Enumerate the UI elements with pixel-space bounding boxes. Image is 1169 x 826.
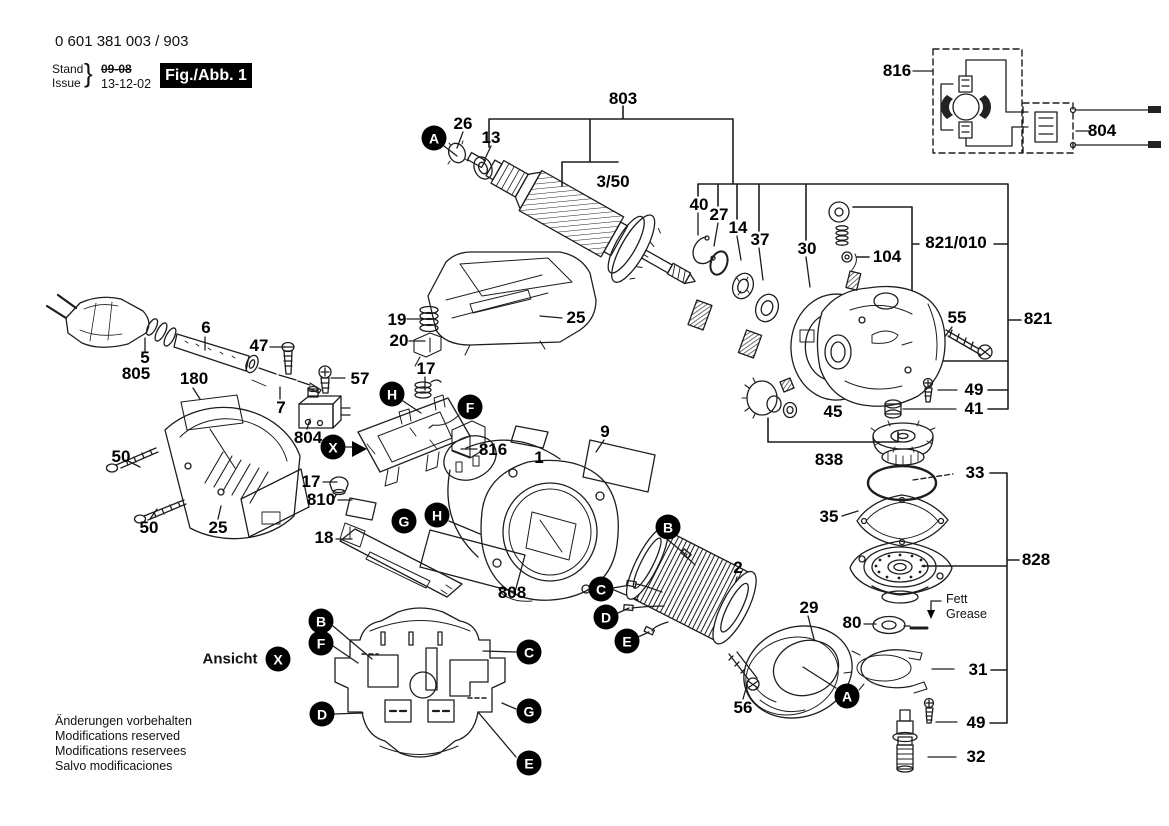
type-number: 0 601 381 003 / 903 [55,33,189,50]
part-label-821: 821 [1023,309,1053,328]
issue-label: Issue [52,76,81,90]
callout-letter-F: F [457,394,483,420]
callout-letter-H: H [424,502,450,528]
part-label-49: 49 [964,380,984,399]
part-label-47: 47 [249,336,269,355]
callout-letter-X: X [320,434,346,460]
callout-letter-A: A [421,125,447,151]
part-label-17: 17 [301,472,321,491]
part-label-32: 32 [966,747,986,766]
callout-letter-H: H [379,381,405,407]
brace-glyph: } [84,58,93,88]
part-label-7: 7 [276,398,286,417]
callout-letter-C: C [588,576,614,602]
part-label-49: 49 [966,713,986,732]
part-label-816: 816 [478,440,508,459]
part-label-37: 37 [750,230,770,249]
part-label-19: 19 [387,310,407,329]
callout-letter-F: F [308,630,334,656]
part-label-9: 9 [600,422,610,441]
part-label-55: 55 [947,308,967,327]
part-label-3-50: 3/50 [596,172,630,191]
callout-letter-B: B [655,514,681,540]
part-label-808: 808 [497,583,527,602]
figure-label: Fig./Abb. 1 [160,63,252,88]
callout-letter-D: D [309,701,335,727]
callout-letter-G: G [391,508,417,534]
part-label-104: 104 [872,247,902,266]
callout-letter-B: B [308,608,334,634]
part-label-18: 18 [314,528,334,547]
part-label-14: 14 [728,218,748,237]
part-label-810: 810 [306,490,336,509]
part-label-35: 35 [819,507,839,526]
part-label-1: 1 [534,448,544,467]
part-label-27: 27 [709,205,729,224]
callout-letter-E: E [516,750,542,776]
part-label-29: 29 [799,598,819,617]
part-label-50: 50 [111,447,131,466]
part-label-6: 6 [201,318,211,337]
callout-letter-X: X [265,646,291,672]
footer-note-de: Änderungen vorbehalten [55,714,192,728]
part-label-17: 17 [416,359,436,378]
footer-note-es: Salvo modificaciones [55,759,173,773]
part-label-5: 5 [140,348,150,367]
part-label-816: 816 [882,61,912,80]
part-label-804: 804 [1087,121,1117,140]
part-label-50: 50 [139,518,159,537]
callout-letter-C: C [516,639,542,665]
superseded-date: 09-08 [101,62,132,76]
footer-note-fr: Modifications reservees [55,744,187,758]
part-label-805: 805 [121,364,151,383]
part-label-40: 40 [689,195,709,214]
view-note-label: Ansicht [202,650,258,668]
stand-label: Stand [52,62,84,76]
part-label-41: 41 [964,399,984,418]
part-label-838: 838 [814,450,844,469]
part-label-803: 803 [608,89,638,108]
part-label-26: 26 [453,114,473,133]
part-label-828: 828 [1021,550,1051,569]
part-label-2: 2 [733,558,743,577]
part-label-20: 20 [389,331,409,350]
part-label-804: 804 [293,428,323,447]
issue-date: 13-12-02 [101,77,152,91]
part-label-57: 57 [350,369,370,388]
callout-letter-D: D [593,604,619,630]
part-label-821-010: 821/010 [925,233,987,252]
grease-note-de: Fett [946,592,968,606]
part-label-33: 33 [965,463,985,482]
part-label-25: 25 [208,518,228,537]
part-label-13: 13 [481,128,501,147]
part-label-30: 30 [797,239,817,258]
callout-letter-A: A [834,683,860,709]
footer-note-en: Modifications reserved [55,729,181,743]
callout-letter-G: G [516,698,542,724]
part-label-80: 80 [842,613,862,632]
part-label-45: 45 [823,402,843,421]
part-label-180: 180 [179,369,209,388]
part-label-56: 56 [733,698,753,717]
part-label-25: 25 [566,308,586,327]
grease-note-en: Grease [946,607,987,621]
part-label-31: 31 [968,660,988,679]
callout-letter-E: E [614,628,640,654]
